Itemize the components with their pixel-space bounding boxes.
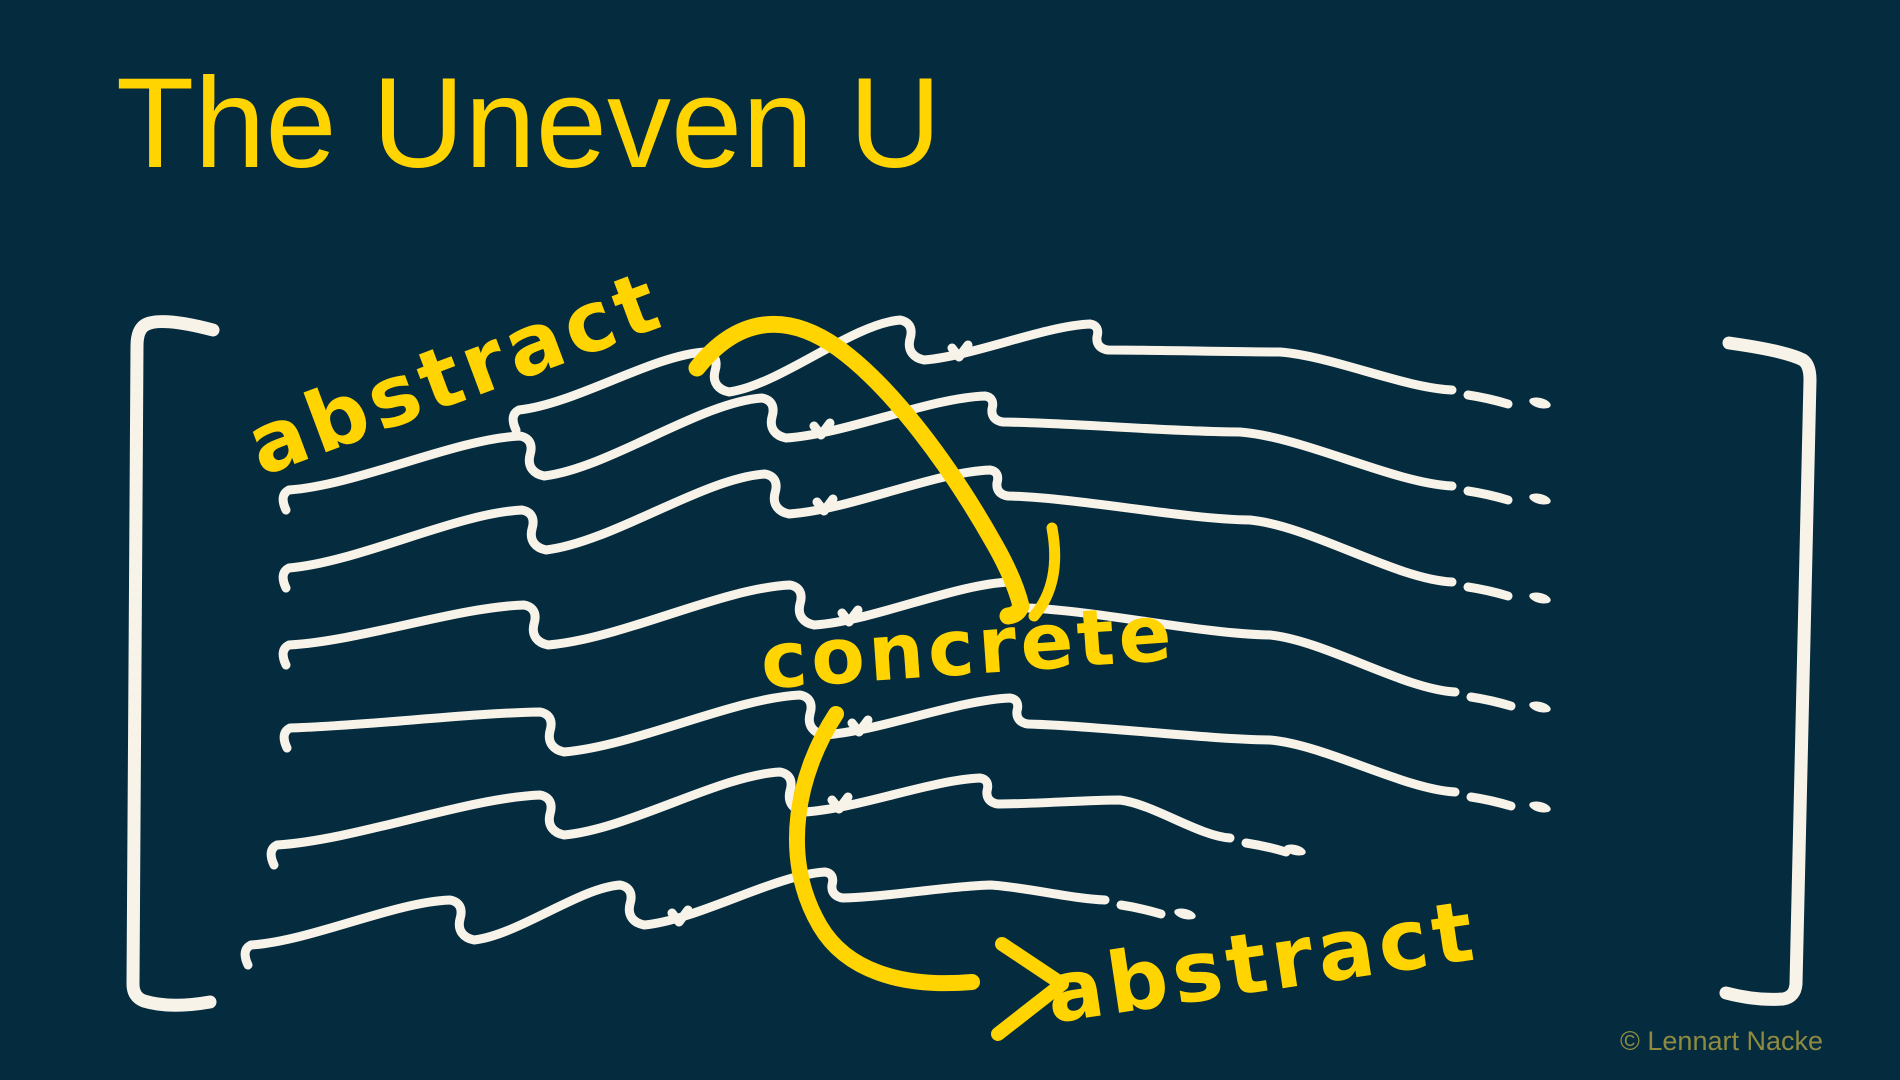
- squiggle-text-line: [240, 867, 1166, 970]
- text-line-squiggles: [240, 315, 1551, 970]
- squiggle-line-end-dot: [1529, 493, 1551, 505]
- attribution-text: © Lennart Nacke: [1620, 1026, 1824, 1056]
- left-bracket-icon: [126, 315, 220, 1012]
- squiggle-line-end-dot: [1529, 592, 1551, 604]
- squiggle-text-line: [279, 690, 1516, 811]
- squiggle-text-line: [278, 577, 1516, 711]
- squiggle-line-end-dot: [1174, 908, 1196, 920]
- squiggle-text-line: [278, 465, 1513, 601]
- squiggle-text-line: [278, 391, 1513, 515]
- curved-arrow-right-icon: [789, 706, 1069, 1041]
- curved-arrow-down-icon: [688, 315, 1061, 625]
- page-title: The Uneven U: [116, 52, 942, 195]
- squiggle-line-end-dot: [1529, 397, 1551, 409]
- squiggle-line-end-dot: [1529, 701, 1551, 713]
- squiggle-text-line: [508, 315, 1513, 435]
- right-bracket-icon: [1719, 336, 1817, 1006]
- squiggle-text-line: [266, 767, 1291, 870]
- squiggle-line-end-dot: [1284, 844, 1306, 856]
- squiggle-line-end-dot: [1529, 801, 1551, 813]
